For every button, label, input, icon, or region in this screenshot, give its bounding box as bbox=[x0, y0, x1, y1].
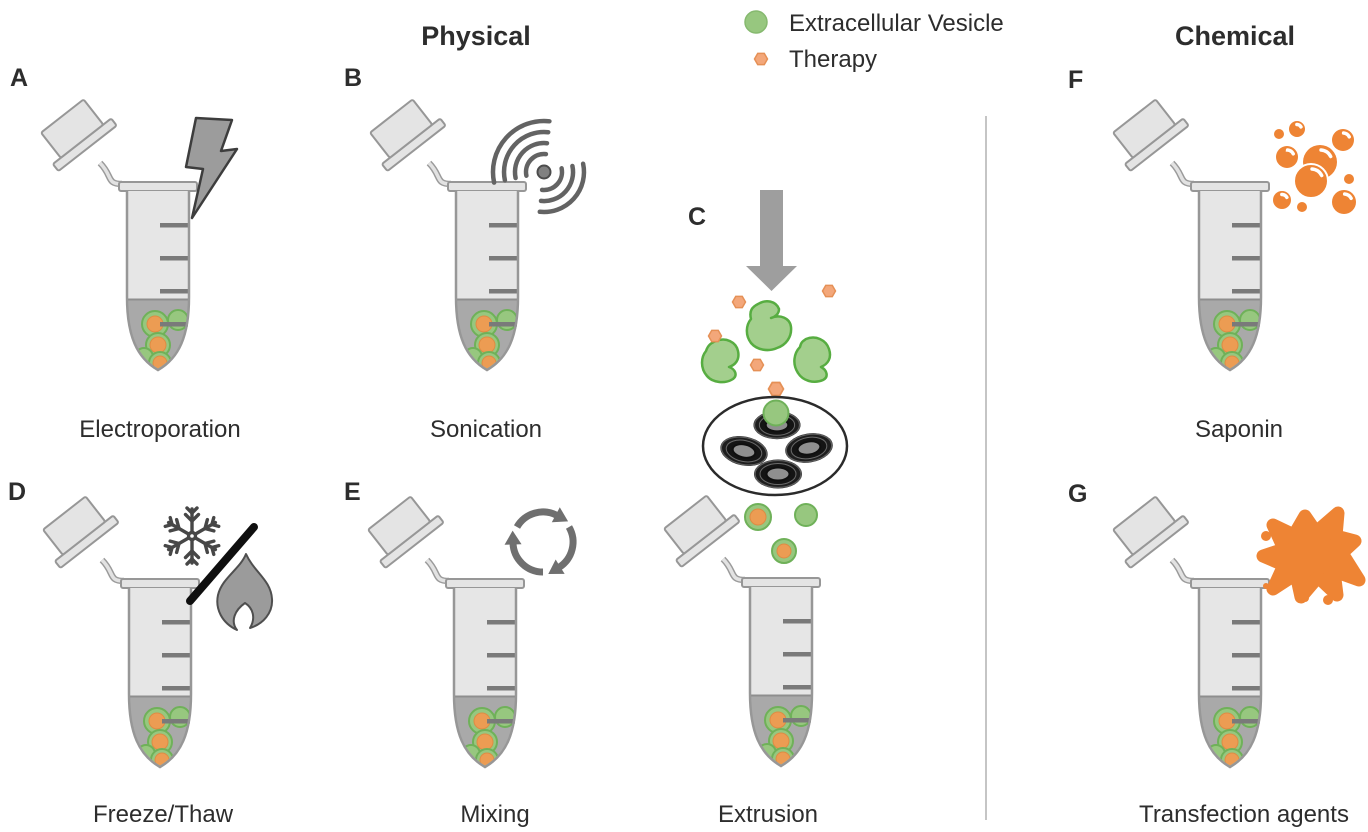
legend-label-extracellular-vesicle: Extracellular Vesicle bbox=[789, 10, 1004, 37]
ultrasound-waves-icon bbox=[490, 118, 587, 215]
circular-arrows-icon bbox=[500, 507, 586, 582]
panel-d-freeze-thaw: D Freeze/Thaw bbox=[8, 478, 274, 828]
caption-electroporation: Electroporation bbox=[79, 416, 240, 443]
splat-icon bbox=[1256, 506, 1366, 605]
panel-c-extrusion: C Extrusion bbox=[656, 190, 849, 828]
physical-header: Physical bbox=[421, 21, 531, 51]
therapy-swatch-icon bbox=[753, 52, 769, 66]
caption-transfection-agents: Transfection agents bbox=[1139, 801, 1349, 828]
panel-a-electroporation: A Electroporation bbox=[10, 64, 241, 443]
panel-letter-d: D bbox=[8, 478, 26, 506]
eppendorf-tube bbox=[1105, 93, 1269, 374]
legend: Extracellular Vesicle Therapy bbox=[744, 10, 1004, 73]
snowflake-flame-icon bbox=[162, 506, 274, 631]
slash-divider-icon bbox=[186, 523, 258, 605]
caption-sonication: Sonication bbox=[430, 416, 542, 443]
eppendorf-tube bbox=[362, 93, 526, 374]
flame-icon bbox=[216, 553, 274, 631]
caption-freeze-thaw: Freeze/Thaw bbox=[93, 801, 234, 828]
chemical-header: Chemical bbox=[1175, 21, 1295, 51]
panel-letter-f: F bbox=[1068, 66, 1083, 94]
snowflake-icon bbox=[162, 506, 222, 566]
extruded-loaded-vesicles bbox=[744, 503, 818, 564]
press-down-arrow-icon bbox=[746, 190, 797, 291]
panel-g-transfection-agents: G Transfection agents bbox=[1068, 480, 1366, 828]
vesicle-through-pore bbox=[762, 399, 790, 427]
eppendorf-tube bbox=[656, 489, 820, 770]
panel-letter-a: A bbox=[10, 64, 28, 92]
broken-vesicle-fragments bbox=[700, 300, 832, 384]
extrusion-membrane-icon bbox=[701, 395, 849, 497]
eppendorf-tube bbox=[33, 93, 197, 374]
bubbles-icon bbox=[1273, 121, 1356, 214]
caption-saponin: Saponin bbox=[1195, 416, 1283, 443]
lightning-bolt-icon bbox=[184, 116, 239, 220]
panel-e-mixing: E Mixing bbox=[344, 478, 586, 828]
legend-label-therapy: Therapy bbox=[789, 46, 877, 73]
panel-letter-g: G bbox=[1068, 480, 1087, 508]
panel-letter-b: B bbox=[344, 64, 362, 92]
extracellular-vesicle-swatch-icon bbox=[744, 10, 768, 34]
eppendorf-tube bbox=[360, 490, 524, 771]
caption-mixing: Mixing bbox=[460, 801, 529, 828]
panel-f-saponin: F Saponin bbox=[1068, 66, 1356, 443]
eppendorf-tube bbox=[35, 490, 199, 771]
eppendorf-tube bbox=[1105, 490, 1269, 771]
caption-extrusion: Extrusion bbox=[718, 801, 818, 828]
panel-letter-c: C bbox=[688, 203, 706, 231]
panel-b-sonication: B Sonication bbox=[344, 64, 587, 443]
panel-letter-e: E bbox=[344, 478, 361, 506]
